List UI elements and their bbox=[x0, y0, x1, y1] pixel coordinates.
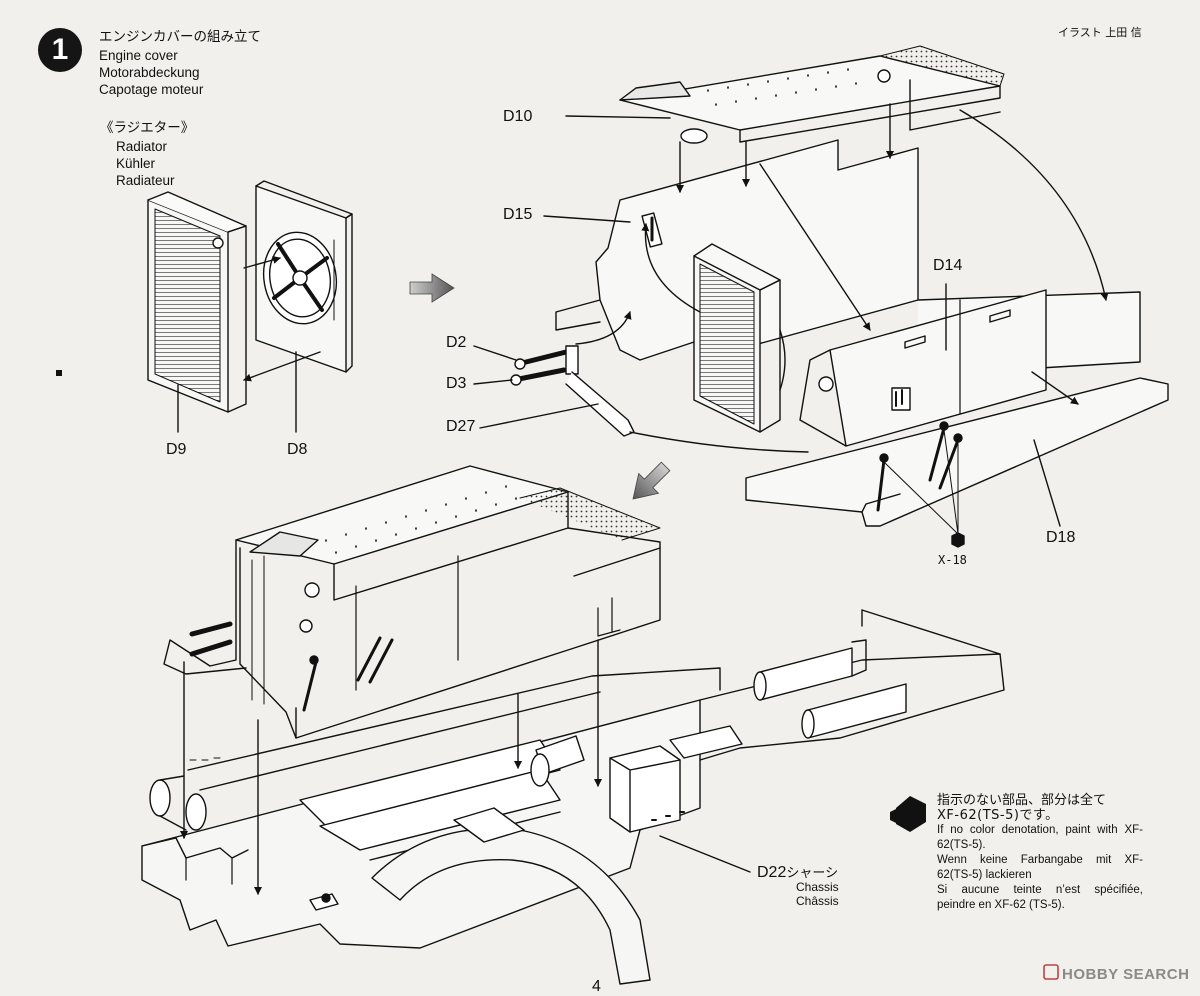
color-note-ja2: XF-62(TS-5)です。 bbox=[937, 808, 1059, 823]
step-title-en: Engine cover bbox=[99, 48, 178, 63]
color-note-en-2: 62(TS-5). bbox=[937, 839, 986, 851]
part-label-d27: D27 bbox=[446, 418, 476, 435]
watermark-seal-icon bbox=[1043, 964, 1059, 980]
step-title-ja: エンジンカバーの組み立て bbox=[99, 29, 261, 45]
step-number-badge: 1 bbox=[38, 28, 82, 72]
subassembly-title-fr: Radiateur bbox=[116, 173, 175, 188]
subassembly-title-ja: 《ラジエター》 bbox=[100, 120, 195, 136]
color-note-fr-2: peindre en XF-62 (TS-5). bbox=[937, 899, 1065, 911]
part-d10-engine-cover-top bbox=[619, 45, 1005, 144]
part-label-d22-de: Chassis bbox=[796, 880, 839, 894]
part-label-d18: D18 bbox=[1046, 529, 1076, 546]
color-note-de-1: Wenn keine Farbangabe mit XF- bbox=[937, 854, 1143, 866]
part-d22-chassis bbox=[141, 609, 1005, 985]
color-note: 指示のない部品、部分は全て XF-62(TS-5)です。 If no color… bbox=[937, 793, 1143, 913]
watermark-brand: HOBBY SEARCH bbox=[1062, 966, 1190, 983]
step-direction-arrows bbox=[409, 273, 671, 500]
step-title-fr: Capotage moteur bbox=[99, 82, 204, 97]
part-d18-fender bbox=[745, 371, 1169, 527]
part-label-d22-fr: Châssis bbox=[796, 894, 839, 908]
part-label-x18: X-18 bbox=[938, 553, 967, 567]
part-d14-side-panel bbox=[799, 289, 1047, 447]
subassembly-title-en: Radiator bbox=[116, 139, 168, 154]
color-note-de-2: 62(TS-5) lackieren bbox=[937, 869, 1032, 881]
part-label-d2: D2 bbox=[446, 334, 467, 351]
part-d9-radiator-core bbox=[147, 191, 247, 413]
step-title-de: Motorabdeckung bbox=[99, 65, 200, 80]
part-d2-d3-d27-brackets bbox=[510, 345, 635, 437]
part-label-d9: D9 bbox=[166, 441, 187, 458]
part-label-d15: D15 bbox=[503, 206, 533, 223]
part-label-d22-ja: シャーシ bbox=[786, 866, 839, 881]
color-note-en-1: If no color denotation, paint with XF- bbox=[937, 824, 1143, 836]
part-label-d14: D14 bbox=[933, 257, 963, 274]
illustrator-credit: イラスト 上田 信 bbox=[1058, 26, 1142, 39]
page-number: 4 bbox=[592, 978, 601, 995]
subassembly-title-de: Kühler bbox=[116, 156, 156, 171]
color-note-fr-1: Si aucune teinte n’est spécifiée, bbox=[937, 884, 1143, 896]
color-note-ja1: 指示のない部品、部分は全て bbox=[937, 793, 1107, 808]
part-label-d22-code: D22 bbox=[757, 864, 787, 881]
part-radiator-assembled bbox=[693, 243, 786, 433]
part-d15-side-panel bbox=[555, 139, 919, 361]
paint-icon bbox=[890, 796, 926, 832]
part-label-d22: D22シャーシ bbox=[757, 862, 838, 882]
part-label-d8: D8 bbox=[287, 441, 308, 458]
assembled-engine-cover bbox=[163, 465, 661, 739]
part-label-d3: D3 bbox=[446, 375, 467, 392]
margin-mark bbox=[56, 370, 62, 376]
part-label-d10: D10 bbox=[503, 108, 533, 125]
part-d8-fan-shroud bbox=[243, 180, 353, 373]
